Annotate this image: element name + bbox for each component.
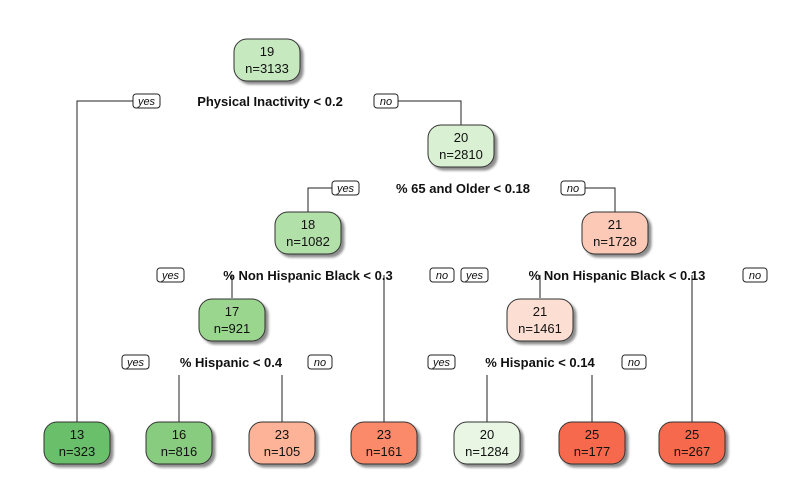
split-label-hispanic-0-4: % Hispanic < 0.4 (180, 355, 283, 370)
yes-tag-box (427, 354, 456, 370)
node-value: 20 (480, 427, 494, 442)
yes-tag: yes (432, 357, 451, 369)
node-box (198, 298, 266, 342)
node-value: 21 (533, 304, 547, 319)
tree-node: 23 n=105 (248, 421, 316, 465)
tree-nodes: 19 n=3133 13 n=323 20 n=2810 18 n=1082 21 n=1728 1… (43, 38, 726, 465)
node-count: n=161 (366, 444, 403, 459)
node-box (453, 421, 521, 465)
yes-tag-box (156, 267, 185, 283)
node-box (145, 421, 213, 465)
no-tag: no (749, 270, 761, 282)
edge-root-left (76, 100, 135, 425)
tree-node: 18 n=1082 (274, 211, 342, 255)
tree-node: 16 n=816 (145, 421, 213, 465)
node-value: 21 (608, 217, 622, 232)
node-count: n=1284 (465, 444, 509, 459)
tree-node: 21 n=1728 (581, 211, 649, 255)
node-count: n=3133 (245, 61, 289, 76)
node-box (506, 298, 574, 342)
node-count: n=177 (574, 444, 611, 459)
node-count: n=267 (674, 444, 711, 459)
branch-tag-labels: yes no yes no yes no yes no yes no yes n… (126, 96, 761, 369)
yes-tag: yes (126, 357, 145, 369)
no-tag: no (567, 183, 579, 195)
node-value: 23 (275, 427, 289, 442)
node-value: 13 (70, 427, 84, 442)
no-tag: no (436, 270, 448, 282)
no-tag-box (429, 267, 455, 283)
tree-node: 13 n=323 (43, 421, 111, 465)
tree-node: 25 n=177 (558, 421, 626, 465)
yes-tag-box (460, 267, 489, 283)
node-value: 18 (301, 217, 315, 232)
yes-tag-box (132, 93, 161, 109)
yes-tag: yes (161, 270, 180, 282)
no-tag-box (373, 93, 399, 109)
node-value: 16 (172, 427, 186, 442)
tree-node: 23 n=161 (350, 421, 418, 465)
yes-tag: yes (465, 270, 484, 282)
node-value: 17 (225, 304, 239, 319)
split-label-non-hispanic-black-0-13: % Non Hispanic Black < 0.13 (529, 268, 706, 283)
node-value: 20 (454, 130, 468, 145)
node-box (248, 421, 316, 465)
node-count: n=1082 (286, 234, 330, 249)
branch-tags (121, 93, 768, 370)
node-count: n=816 (161, 444, 198, 459)
no-tag-box (307, 354, 333, 370)
tree-node: 17 n=921 (198, 298, 266, 342)
node-count: n=1728 (593, 234, 637, 249)
node-box (581, 211, 649, 255)
node-box (427, 124, 495, 168)
node-box (274, 211, 342, 255)
node-value: 23 (377, 427, 391, 442)
node-box (350, 421, 418, 465)
yes-tag: yes (336, 183, 355, 195)
node-box (558, 421, 626, 465)
yes-tag-box (331, 180, 360, 196)
split-label-65-and-older: % 65 and Older < 0.18 (396, 181, 530, 196)
node-box (658, 421, 726, 465)
no-tag: no (314, 357, 326, 369)
split-label-non-hispanic-black-0-3: % Non Hispanic Black < 0.3 (223, 268, 392, 283)
edge-n3-right (584, 187, 616, 212)
no-tag-box (621, 354, 647, 370)
node-count: n=921 (214, 321, 251, 336)
no-tag: no (380, 96, 392, 108)
yes-tag: yes (137, 96, 156, 108)
yes-tag-box (121, 354, 150, 370)
node-count: n=1461 (518, 321, 562, 336)
node-value: 25 (585, 427, 599, 442)
no-tag-box (742, 267, 768, 283)
split-labels: Physical Inactivity < 0.2 % 65 and Older… (180, 94, 705, 370)
node-box (233, 38, 301, 82)
tree-node: 20 n=1284 (453, 421, 521, 465)
tree-node: 25 n=267 (658, 421, 726, 465)
node-count: n=2810 (439, 147, 483, 162)
no-tag: no (628, 357, 640, 369)
node-box (43, 421, 111, 465)
no-tag-box (560, 180, 586, 196)
tree-node: 19 n=3133 (233, 38, 301, 82)
split-label-hispanic-0-14: % Hispanic < 0.14 (485, 355, 595, 370)
tree-edges (76, 100, 693, 425)
node-value: 19 (260, 44, 274, 59)
node-value: 25 (685, 427, 699, 442)
tree-node: 21 n=1461 (506, 298, 574, 342)
tree-node: 20 n=2810 (427, 124, 495, 168)
edge-root-right (398, 100, 462, 125)
edge-n3-left (307, 187, 334, 212)
node-count: n=323 (59, 444, 96, 459)
split-label-physical-inactivity: Physical Inactivity < 0.2 (197, 94, 343, 109)
node-count: n=105 (264, 444, 301, 459)
